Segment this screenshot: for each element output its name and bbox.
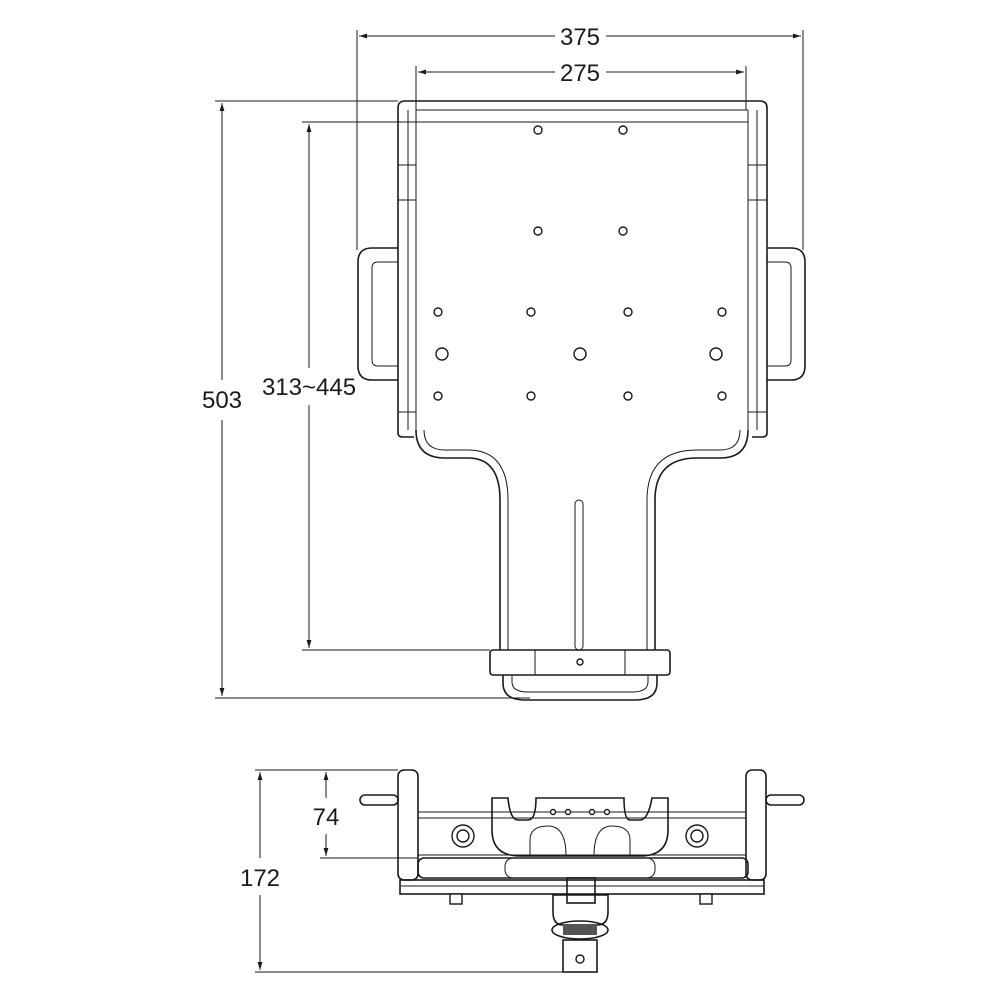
dim-side-overall-height: 172 bbox=[240, 865, 280, 892]
dim-adjustable-height: 313~445 bbox=[262, 374, 356, 401]
dimensions-top bbox=[215, 30, 804, 699]
bottom-loop bbox=[502, 675, 658, 701]
dimensions-side bbox=[255, 769, 563, 973]
mounting-plate bbox=[415, 429, 749, 650]
knob-shaft bbox=[562, 939, 598, 973]
dim-frame-height: 74 bbox=[313, 804, 340, 831]
clamp-block bbox=[489, 649, 671, 676]
frame-outline bbox=[397, 100, 768, 438]
left-handle bbox=[357, 247, 398, 381]
dim-inner-width: 275 bbox=[560, 60, 600, 87]
right-handle bbox=[767, 247, 806, 381]
left-handle-end bbox=[359, 794, 399, 806]
knob-ring bbox=[551, 920, 609, 940]
right-handle-end bbox=[765, 794, 805, 806]
knob-stem bbox=[566, 877, 596, 904]
side-view bbox=[359, 769, 805, 973]
mounting-holes bbox=[433, 125, 727, 401]
center-rod bbox=[574, 499, 584, 651]
top-view bbox=[357, 100, 806, 701]
dim-overall-height: 503 bbox=[202, 387, 242, 414]
dim-overall-width: 375 bbox=[560, 24, 600, 51]
clamp-jaw bbox=[491, 797, 669, 857]
